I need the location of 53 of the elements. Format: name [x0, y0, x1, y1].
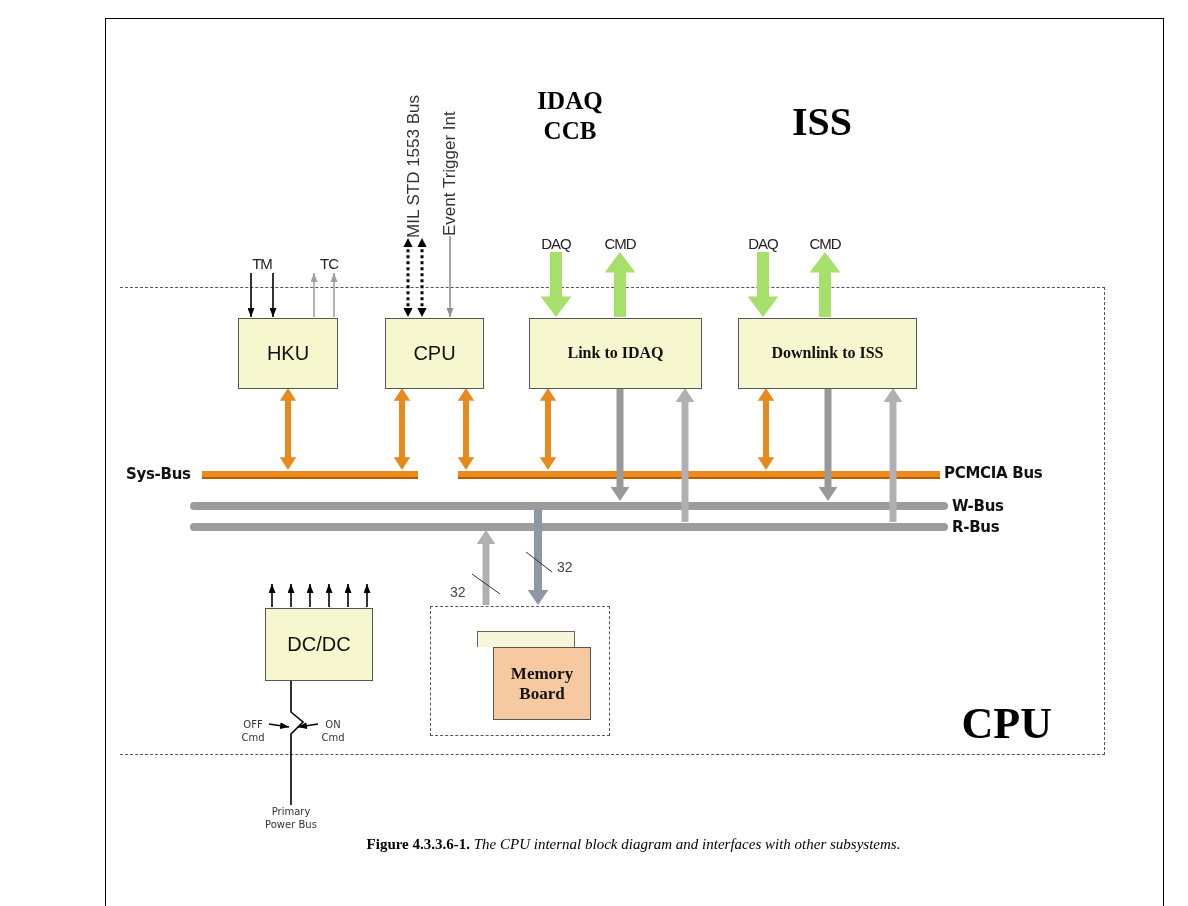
- edge-label: 32: [450, 585, 466, 599]
- bus-arrow: [395, 388, 409, 470]
- arrow: [287, 583, 295, 608]
- bus-label: W-Bus: [952, 499, 1004, 514]
- signal-label: TM: [241, 255, 283, 273]
- region-title: CPU: [961, 702, 1052, 746]
- arrow: [344, 583, 352, 608]
- signal-label: ON Cmd: [318, 718, 348, 746]
- bus-label: R-Bus: [952, 520, 1000, 535]
- stacked-card: [477, 631, 575, 647]
- arrow: [269, 272, 277, 318]
- bus-arrow: [759, 388, 773, 470]
- system-heading: ISS: [790, 98, 854, 146]
- bus-arrow: [530, 509, 546, 605]
- signal-label: DAQ: [535, 235, 577, 252]
- arrow: [417, 238, 427, 317]
- block-box: CPU: [385, 318, 484, 389]
- block-box: HKU: [238, 318, 338, 389]
- block-box: DC/DC: [265, 608, 373, 681]
- arrow: [310, 272, 318, 318]
- arrow: [363, 583, 371, 608]
- signal-label: Event Trigger Int: [439, 52, 461, 236]
- bus-arrow: [820, 388, 836, 501]
- signal-label: TC: [308, 255, 350, 273]
- dashed-boundary: [120, 287, 1105, 755]
- signal-label: CMD: [803, 235, 847, 252]
- bus-arrow: [541, 388, 555, 470]
- arrow: [297, 722, 319, 730]
- arrow: [403, 238, 413, 317]
- system-heading: IDAQ CCB: [536, 86, 604, 146]
- figure-caption: Figure 4.3.3.6-1. The CPU internal block diagram and interfaces with other subsystems.: [365, 836, 902, 853]
- signal-label: MIL STD 1553 Bus: [403, 52, 425, 238]
- block-box: Memory Board: [493, 647, 591, 720]
- block-box: Link to IDAQ: [529, 318, 702, 389]
- arrow: [306, 583, 314, 608]
- edge-label: 32: [557, 560, 573, 574]
- signal-label: OFF Cmd: [238, 718, 268, 746]
- arrow: [247, 272, 255, 318]
- bus-arrow: [612, 388, 628, 501]
- arrow: [330, 272, 338, 318]
- arrow: [325, 583, 333, 608]
- dashed-enclosure: [430, 606, 610, 736]
- signal-label: DAQ: [742, 235, 784, 252]
- signal-label: CMD: [598, 235, 642, 252]
- arrow: [446, 235, 454, 318]
- signal-label: Primary Power Bus: [258, 805, 324, 835]
- bus-arrow: [281, 388, 295, 470]
- bus-label: PCMCIA Bus: [944, 466, 1043, 481]
- bus-arrow: [459, 388, 473, 470]
- block-box: Downlink to ISS: [738, 318, 917, 389]
- bus-label: Sys-Bus: [126, 467, 191, 482]
- arrow: [268, 583, 276, 608]
- arrow: [268, 722, 290, 730]
